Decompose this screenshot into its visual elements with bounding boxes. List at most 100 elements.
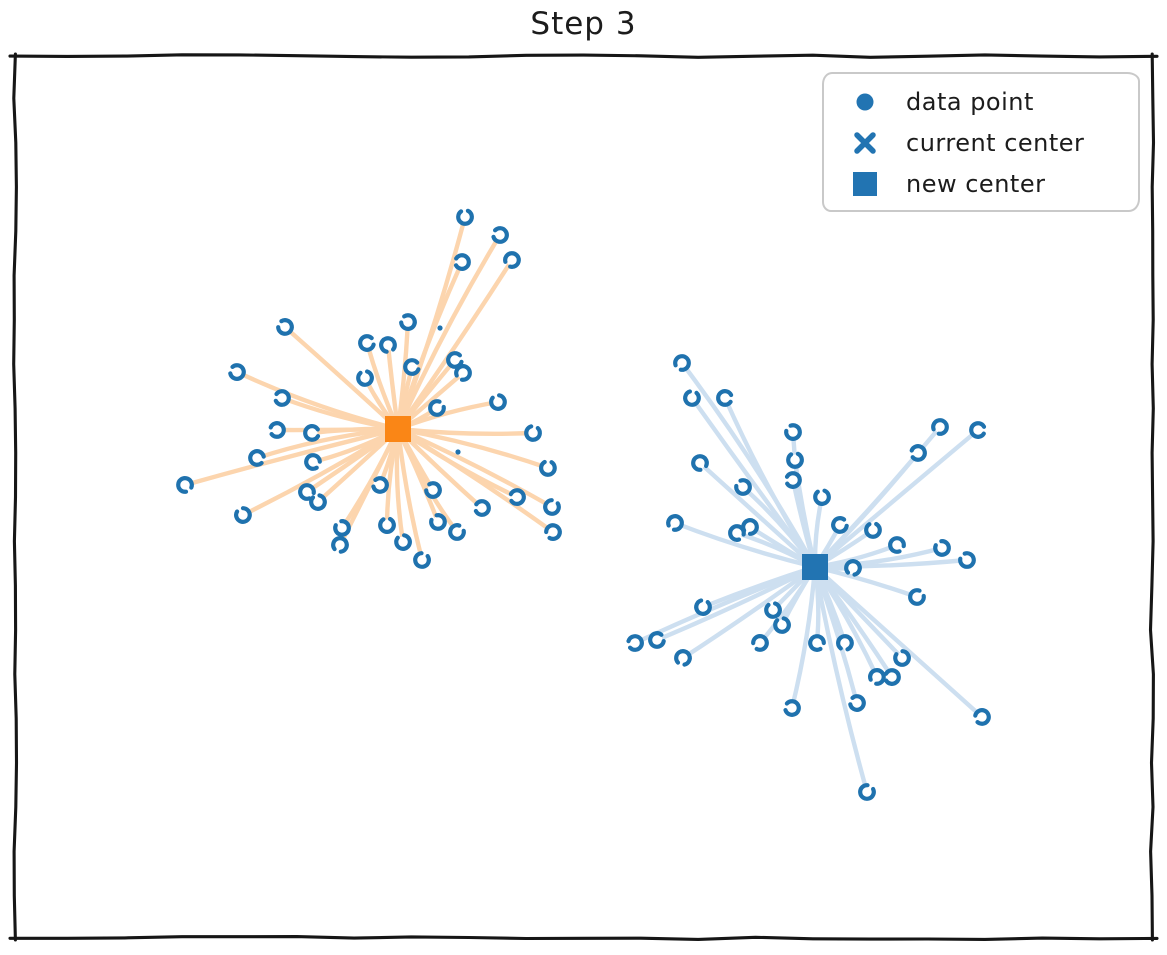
data-point-ring: [958, 551, 976, 569]
data-point-fill: [457, 367, 469, 379]
data-point-fill: [456, 256, 468, 268]
data-point-ring: [491, 226, 509, 244]
data-point-ring: [786, 451, 804, 469]
connector-line: [254, 426, 401, 461]
data-point-fill: [669, 517, 681, 529]
data-point-fill: [307, 456, 319, 468]
data-point-fill: [431, 402, 443, 414]
connector-line: [812, 450, 921, 570]
data-point-ring: [969, 421, 987, 439]
connector-line: [812, 564, 860, 706]
data-point-ring: [764, 601, 782, 619]
data-point-fill: [402, 316, 414, 328]
data-point-fill: [406, 361, 418, 373]
data-point-fill: [694, 457, 706, 469]
data-point-ring: [394, 533, 412, 551]
data-point-fill: [731, 527, 743, 539]
data-point-small: [455, 449, 461, 455]
connector-line: [395, 426, 556, 535]
connector-line: [395, 426, 425, 563]
data-point-ring: [176, 476, 194, 494]
data-point-ring: [508, 488, 526, 506]
data-point-ring: [268, 421, 286, 439]
connector-line: [789, 564, 818, 711]
connector-line: [697, 460, 818, 570]
connector-line: [672, 520, 818, 570]
plot-frame-border: [1148, 52, 1156, 942]
connector-line: [395, 426, 551, 471]
data-point-ring: [683, 389, 701, 407]
data-point-ring: [716, 389, 734, 407]
data-point-ring: [883, 668, 901, 686]
data-point-ring: [648, 631, 666, 649]
data-point-fill: [737, 481, 749, 493]
connector-line: [812, 427, 981, 570]
legend-marker-cell: [824, 128, 906, 158]
data-point-fill: [527, 427, 539, 439]
chart-title: Step 3: [530, 6, 637, 42]
connector-line: [722, 395, 818, 570]
data-point-fill: [271, 424, 283, 436]
data-point-fill: [886, 671, 898, 683]
data-point-fill: [719, 392, 731, 404]
data-point-ring: [309, 493, 327, 511]
data-point-ring: [626, 634, 644, 652]
data-point-fill: [847, 562, 859, 574]
data-point-ring: [783, 699, 801, 717]
connector-line: [680, 564, 818, 661]
data-point-fill: [459, 211, 471, 223]
data-point-ring: [453, 253, 471, 271]
legend-label-new-center: new center: [906, 169, 1046, 198]
data-point-ring: [784, 471, 802, 489]
data-point-fill: [787, 474, 799, 486]
data-point-ring: [304, 453, 322, 471]
x-marker-icon: [854, 131, 876, 154]
data-point-ring: [413, 551, 431, 569]
data-point-ring: [741, 518, 759, 536]
data-point-ring: [666, 514, 684, 532]
data-point-fill: [511, 491, 523, 503]
data-point-fill: [834, 519, 846, 531]
data-point-ring: [428, 399, 446, 417]
data-point-fill: [432, 516, 444, 528]
data-point-fill: [767, 604, 779, 616]
data-point-fill: [251, 452, 263, 464]
connector-line: [234, 369, 401, 432]
data-point-ring: [734, 478, 752, 496]
data-point-ring: [303, 424, 321, 442]
data-point-fill: [361, 337, 373, 349]
data-point-fill: [861, 786, 873, 798]
data-point-ring: [503, 251, 521, 269]
data-point-fill: [494, 229, 506, 241]
data-point-ring: [544, 523, 562, 541]
legend: data point current center new center: [822, 72, 1140, 212]
data-point-ring: [228, 363, 246, 381]
data-point-fill: [816, 491, 828, 503]
connector-line: [395, 426, 555, 510]
data-point-ring: [868, 668, 886, 686]
data-point-ring: [276, 318, 294, 336]
connector-line: [812, 564, 870, 795]
data-point-fill: [279, 321, 291, 333]
data-point-ring: [908, 588, 926, 606]
data-point-ring: [858, 783, 876, 801]
data-point-fill: [677, 652, 689, 664]
data-point-ring: [399, 313, 417, 331]
data-point-fill: [776, 619, 788, 631]
data-point-fill: [301, 486, 313, 498]
data-point-fill: [492, 396, 504, 408]
data-point-fill: [334, 539, 346, 551]
data-point-ring: [448, 523, 466, 541]
data-point-fill: [789, 454, 801, 466]
data-point-ring: [808, 634, 826, 652]
data-point-fill: [542, 462, 554, 474]
data-point-fill: [851, 697, 863, 709]
legend-item-new-center: new center: [824, 163, 1138, 204]
data-point-fill: [754, 637, 766, 649]
data-point-fill: [896, 652, 908, 664]
data-point-ring: [831, 516, 849, 534]
data-point-ring: [751, 634, 769, 652]
data-point-ring: [356, 369, 374, 387]
connector-line: [395, 259, 465, 432]
